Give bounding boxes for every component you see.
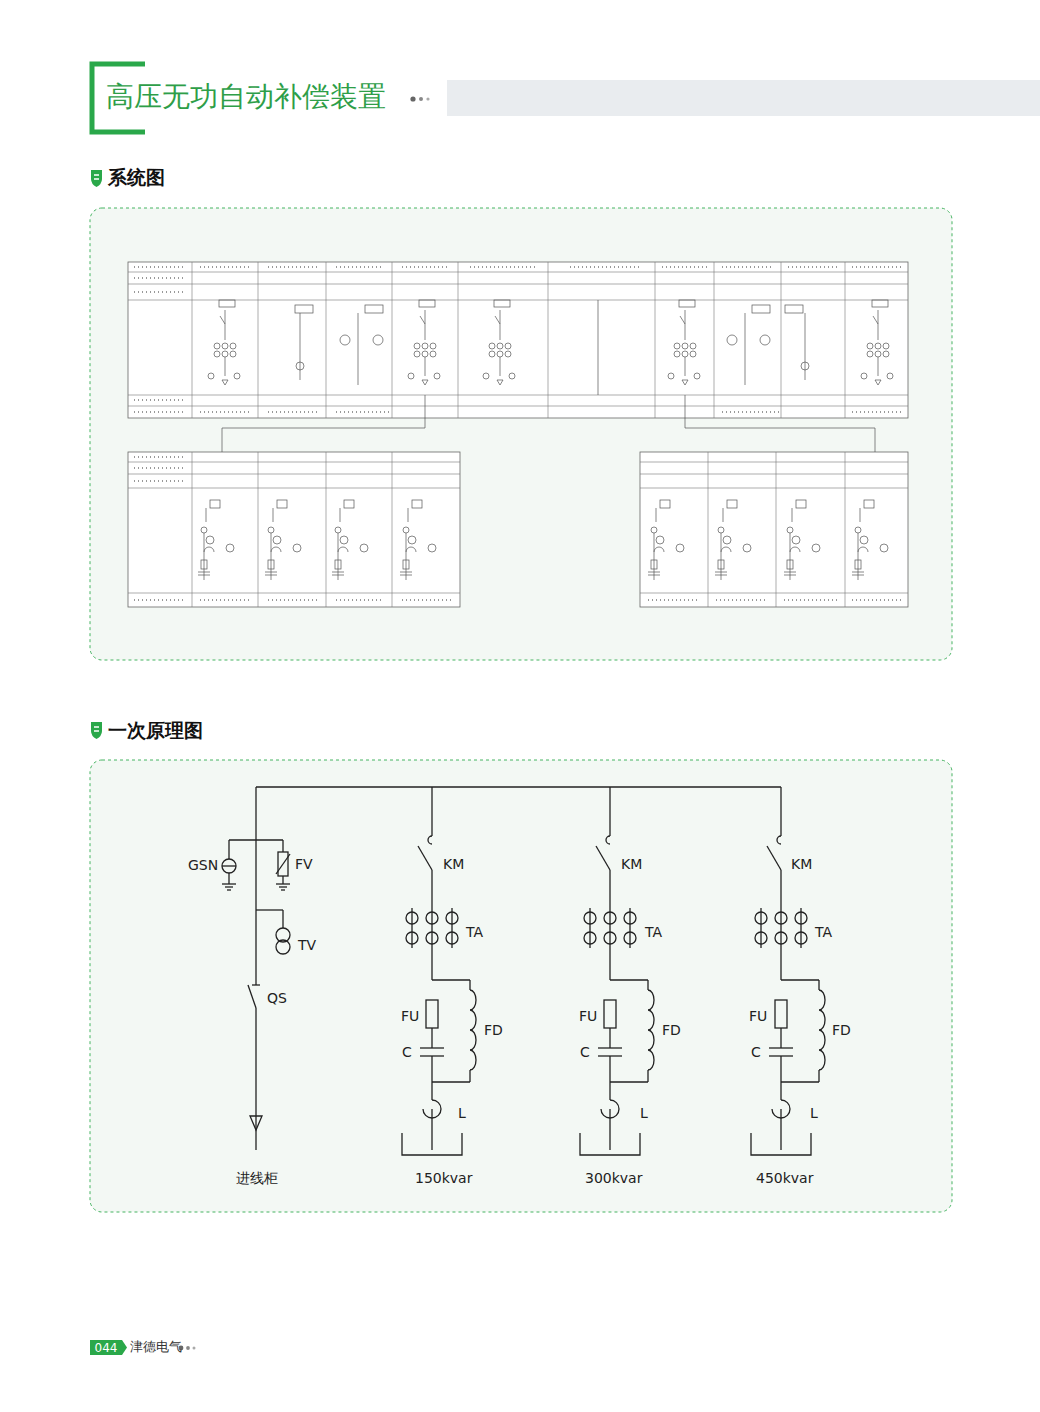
page-title: 高压无功自动补偿装置	[106, 81, 386, 113]
component-label: FD	[832, 1022, 851, 1038]
component-label: TA	[466, 924, 483, 940]
component-label: L	[640, 1105, 648, 1121]
component-label: TA	[815, 924, 832, 940]
component-label: TV	[298, 937, 316, 953]
capacity-label: 450kvar	[756, 1170, 813, 1186]
section-heading: 系统图	[108, 167, 165, 189]
section-heading: 一次原理图	[108, 720, 203, 742]
component-label: L	[458, 1105, 466, 1121]
capacity-label: 150kvar	[415, 1170, 472, 1186]
component-label: KM	[621, 856, 642, 872]
component-label: FV	[295, 856, 313, 872]
component-label: KM	[791, 856, 812, 872]
cabinet-label: 进线柜	[236, 1170, 278, 1186]
component-label: C	[402, 1044, 412, 1060]
page-number: 044	[95, 1342, 118, 1354]
component-label: TA	[645, 924, 662, 940]
component-label: FU	[401, 1008, 419, 1024]
component-label: QS	[267, 990, 287, 1006]
component-label: L	[810, 1105, 818, 1121]
component-label: FD	[484, 1022, 503, 1038]
component-label: KM	[443, 856, 464, 872]
capacity-label: 300kvar	[585, 1170, 642, 1186]
footer-brand: 津德电气	[130, 1340, 182, 1355]
component-label: C	[580, 1044, 590, 1060]
component-label: FU	[749, 1008, 767, 1024]
component-label: FU	[579, 1008, 597, 1024]
component-label: GSN	[188, 857, 218, 873]
page-number-tag: 044	[90, 1340, 122, 1355]
component-label: FD	[662, 1022, 681, 1038]
component-label: C	[751, 1044, 761, 1060]
